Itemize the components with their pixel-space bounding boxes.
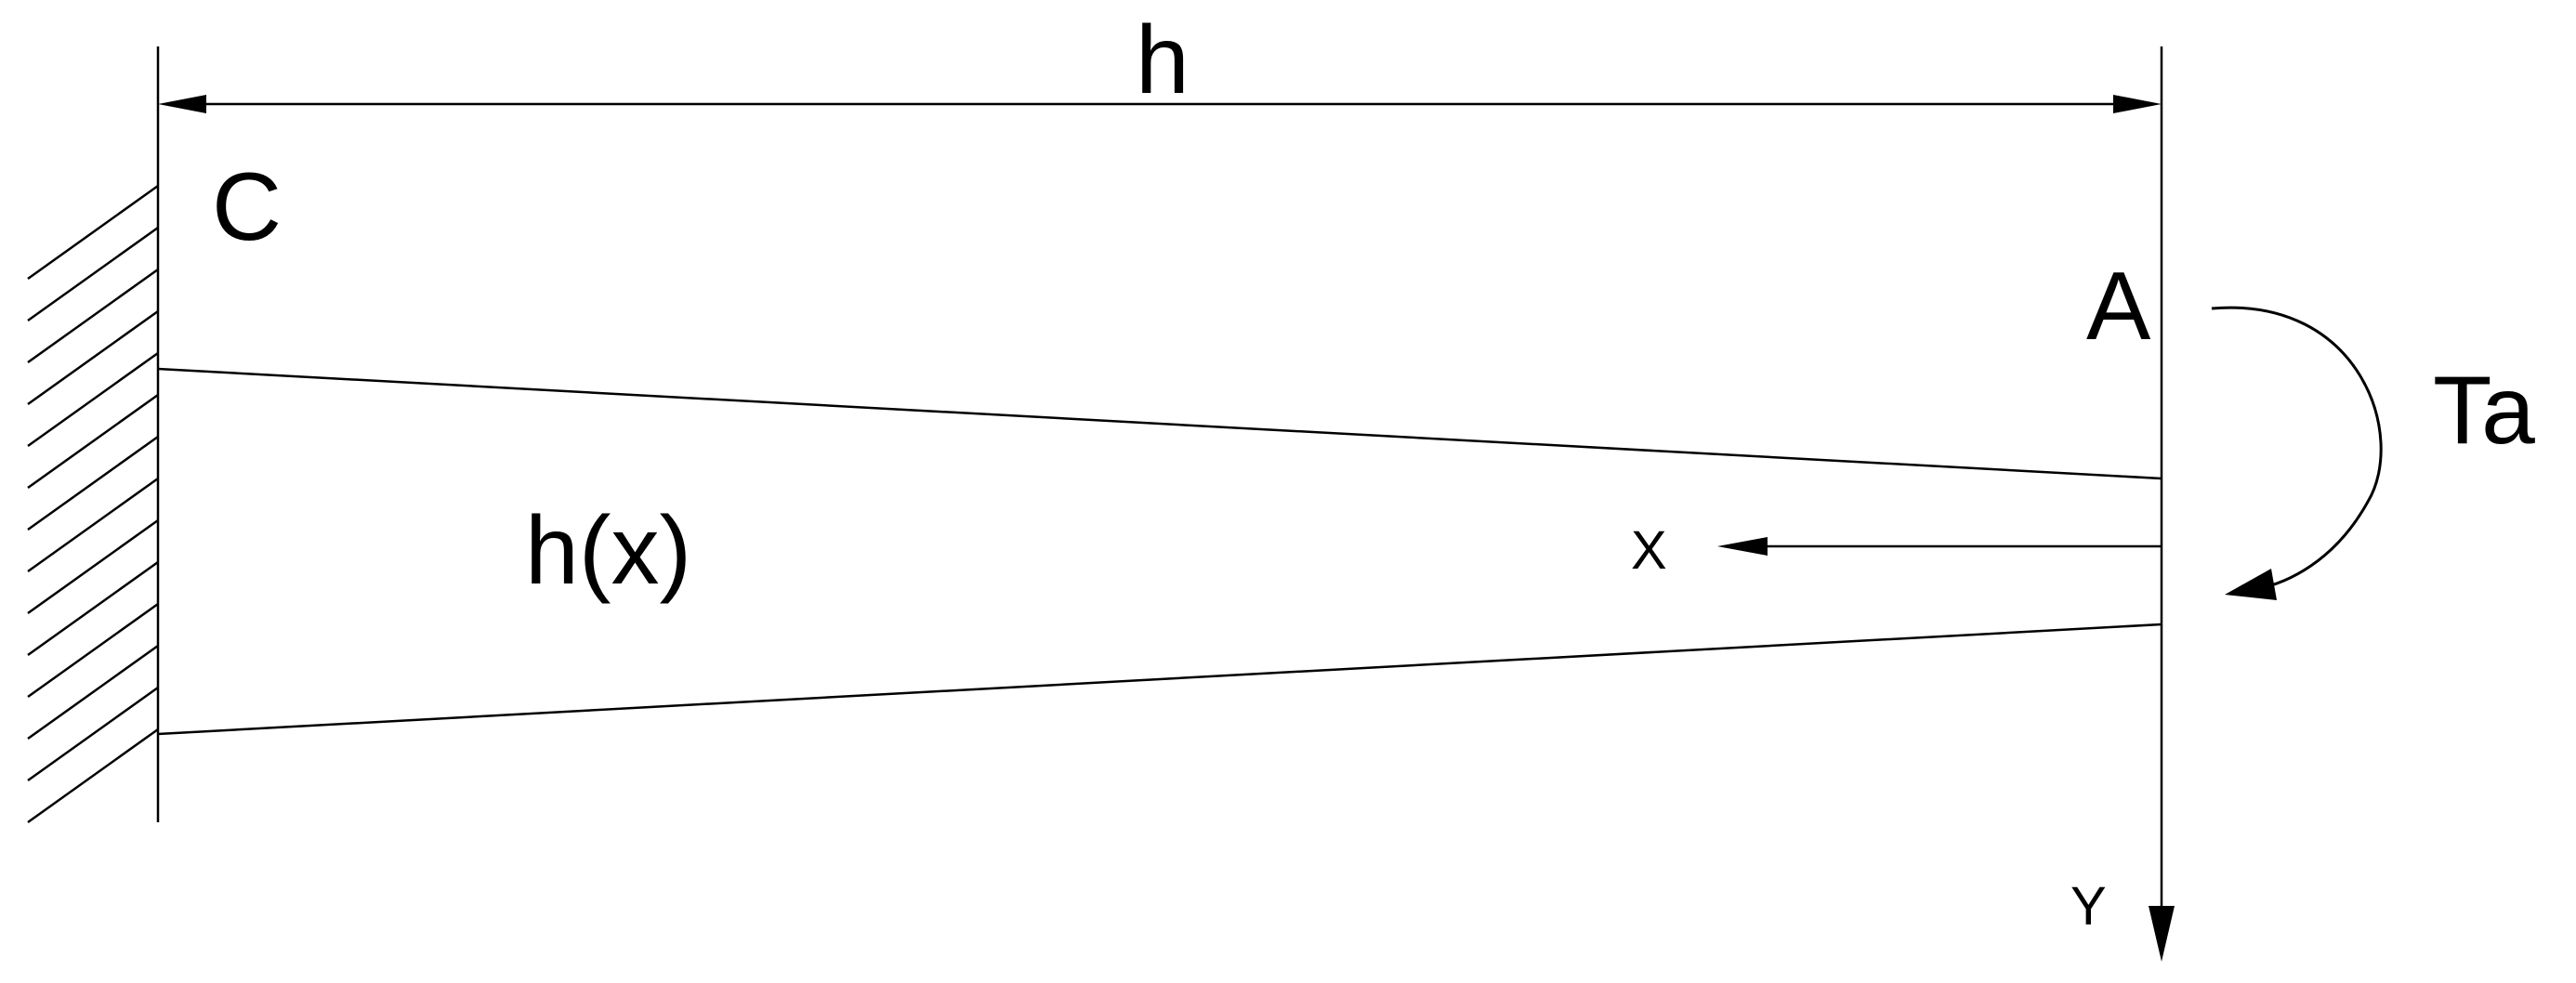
wall-hatching bbox=[27, 184, 159, 824]
x-axis bbox=[1717, 537, 2162, 556]
fixed-support bbox=[27, 46, 160, 824]
dimension-arrow-left bbox=[158, 95, 206, 113]
y-axis-arrow bbox=[2149, 906, 2175, 962]
x-axis-arrow bbox=[1717, 537, 1768, 556]
free-end-label: A bbox=[2086, 253, 2151, 360]
moment-arrowhead bbox=[2225, 569, 2277, 600]
beam-bottom-edge bbox=[157, 623, 2162, 736]
dimension-arrow-right bbox=[2113, 95, 2162, 113]
height-function-label: h(x) bbox=[525, 497, 691, 605]
x-axis-label: X bbox=[1631, 520, 1667, 581]
tapered-beam bbox=[157, 367, 2162, 736]
moment-label: Ta bbox=[2433, 357, 2535, 465]
y-axis-label: Y bbox=[2070, 876, 2107, 937]
span-label: h bbox=[1136, 7, 1189, 114]
moment-arc bbox=[2211, 306, 2383, 591]
fixed-end-label: C bbox=[212, 153, 282, 261]
y-axis bbox=[2149, 46, 2175, 962]
span-dimension bbox=[158, 95, 2162, 113]
moment-arrow bbox=[2211, 306, 2383, 600]
beam-top-edge bbox=[157, 367, 2162, 480]
